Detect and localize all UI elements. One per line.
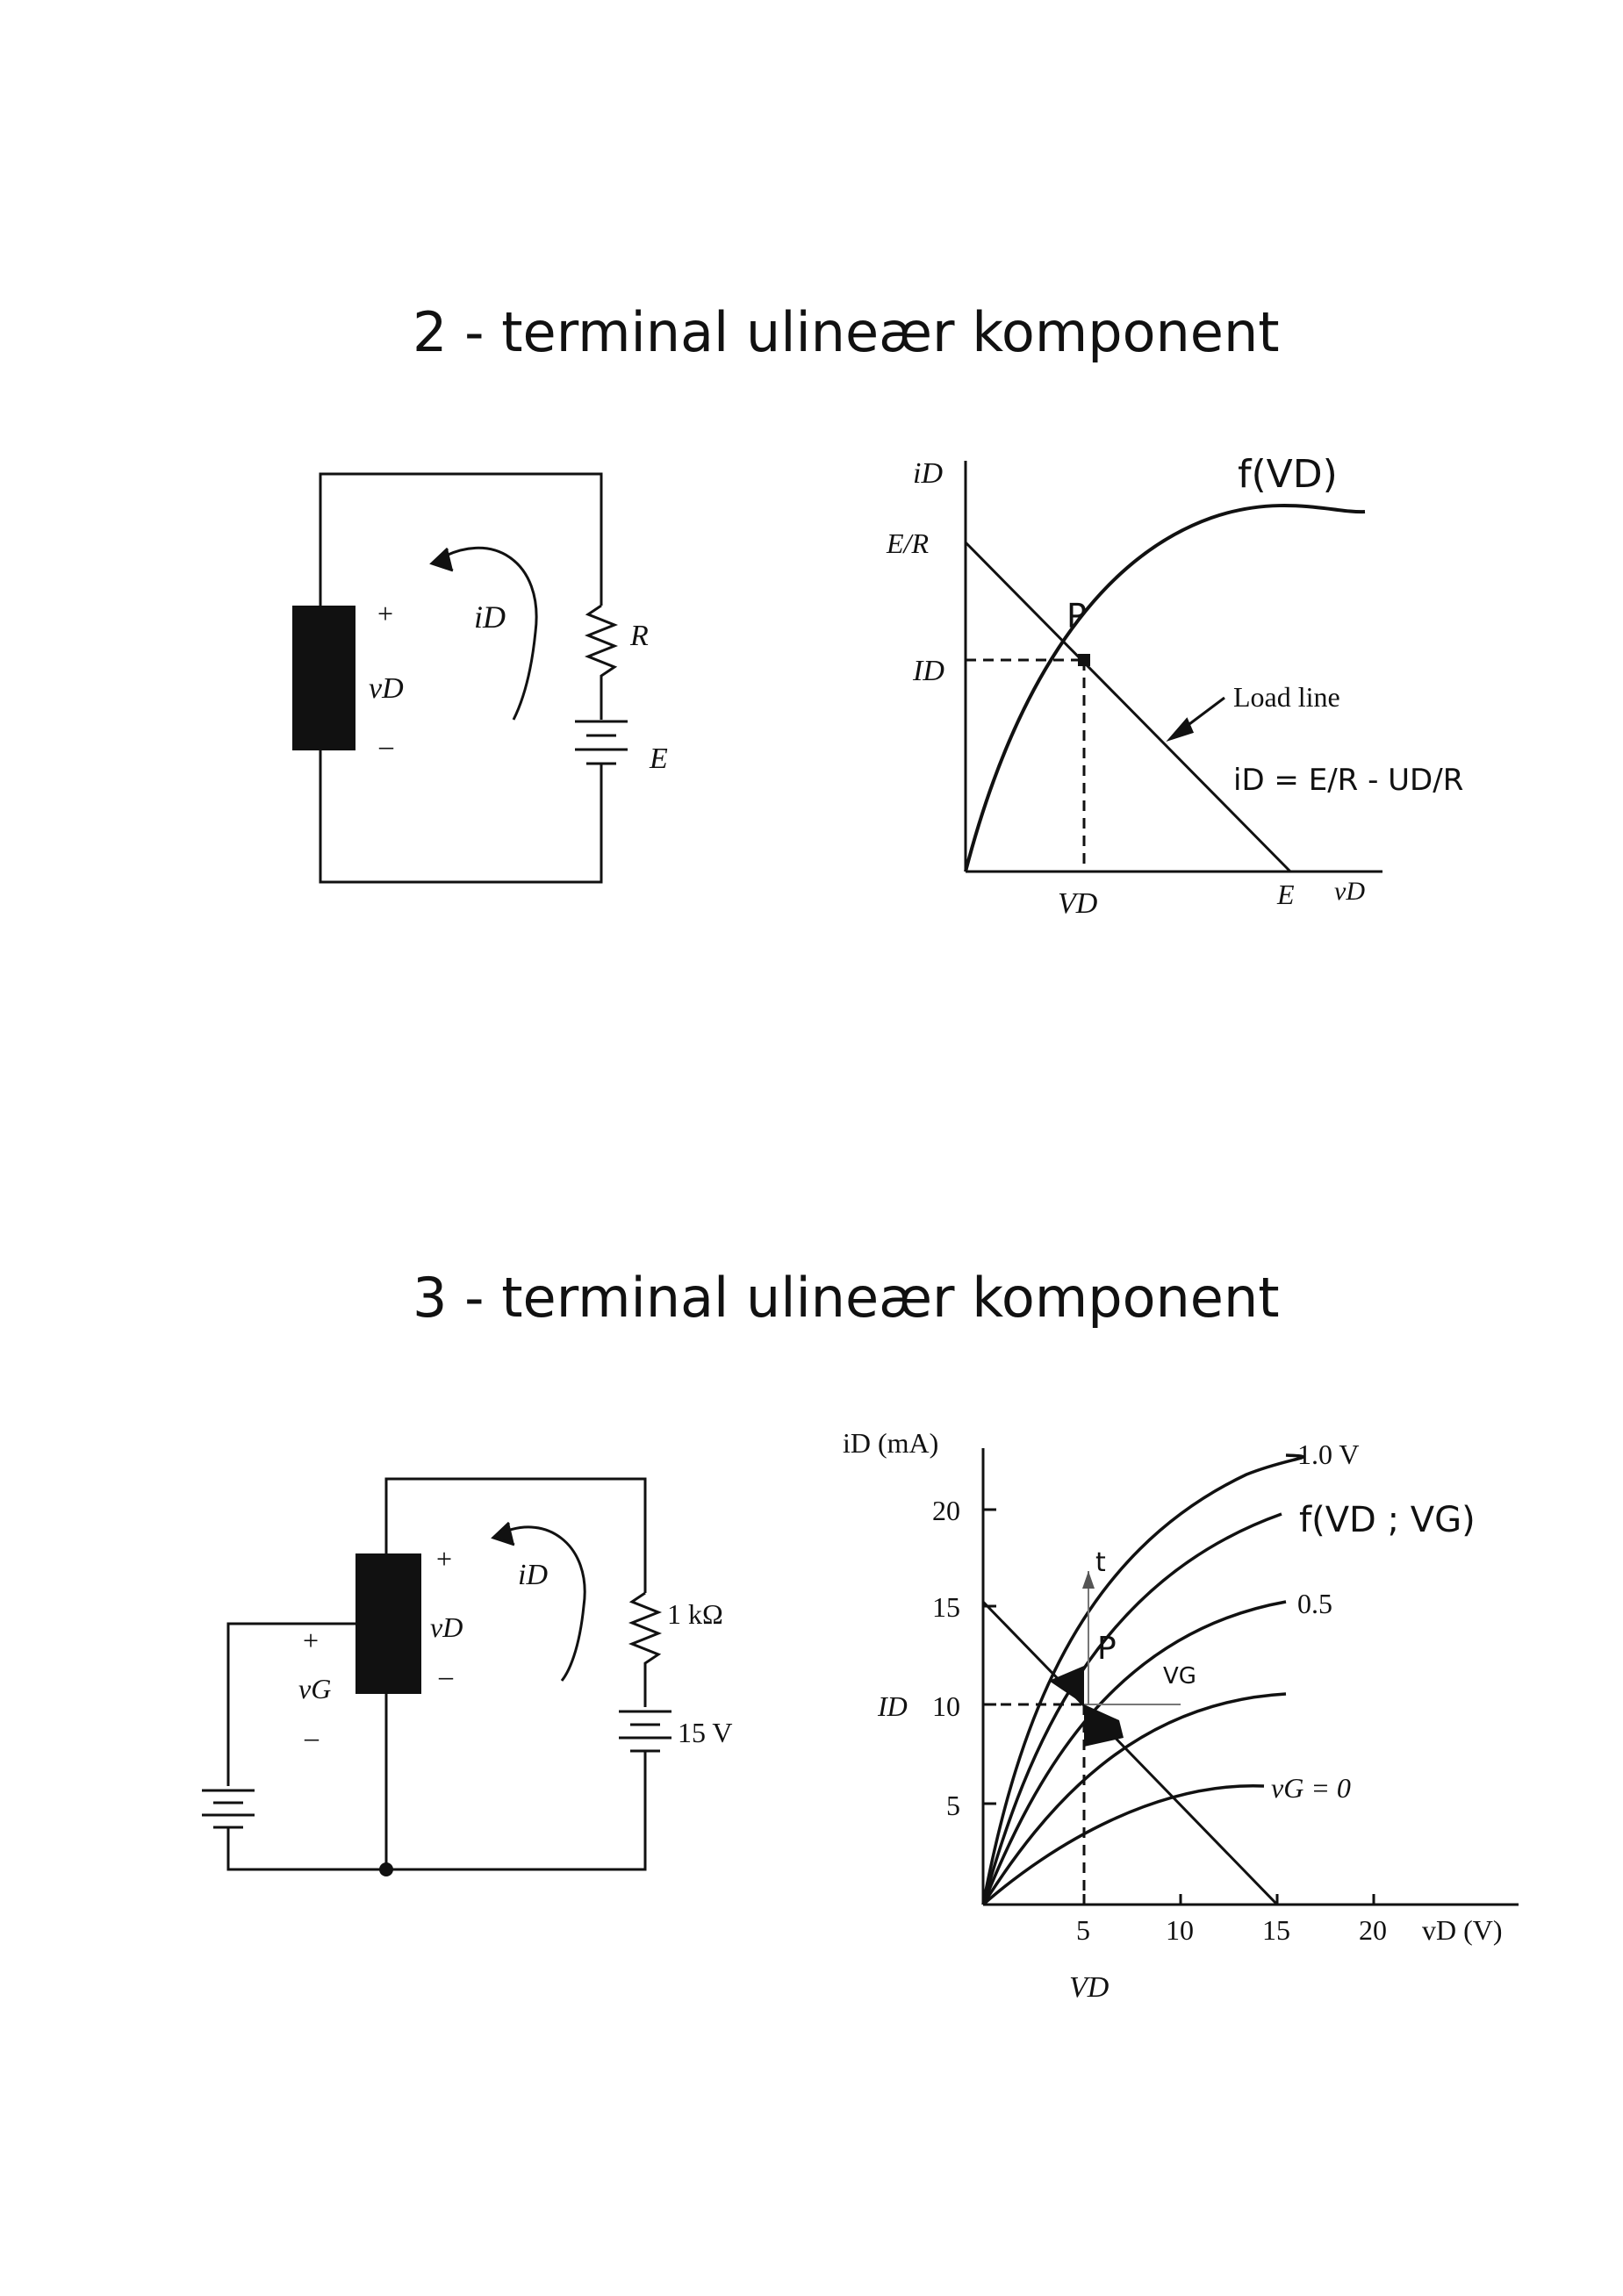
current2-arrowhead (491, 1521, 515, 1546)
circuit2-wire-top (384, 1477, 647, 1593)
load-line-label: Load line (1233, 681, 1340, 713)
graph1-y-axis-label: iD (913, 457, 943, 490)
curve-label-0-5: 0.5 (1297, 1588, 1332, 1619)
curve-vg-0 (981, 1784, 1265, 1906)
graph2-x-tick-label-20: 20 (1359, 1914, 1387, 1946)
section2-title: 3 - terminal ulineær komponent (413, 1266, 1280, 1330)
graph2-x-axis-label: vD (V) (1422, 1914, 1503, 1946)
vd2-plus-sign: + (436, 1543, 452, 1575)
two-terminal-graph (964, 461, 1382, 873)
graph1-x-tick-e: E (1276, 879, 1295, 910)
two-terminal-circuit (319, 472, 628, 884)
graph2-y-axis-label: iD (mA) (843, 1427, 938, 1459)
three-terminal-graph (981, 1448, 1519, 1906)
gate-wire (226, 1622, 355, 1786)
graph1-y-tick-er: E/R (886, 527, 929, 559)
right-arrow-label: VG (1163, 1663, 1196, 1690)
resistor2-zigzag (628, 1591, 663, 1707)
graph2-id-label: ID (877, 1690, 908, 1722)
load-line (964, 541, 1292, 873)
current-loop-arrow (434, 546, 538, 721)
curve-2 (981, 1512, 1282, 1905)
load-line-2 (981, 1600, 1279, 1906)
current-arrowhead (429, 547, 454, 572)
vd-minus-sign: – (378, 729, 394, 761)
circuit2-wire-right-bottom (386, 1751, 647, 1871)
source2-label: 15 V (678, 1717, 733, 1748)
section1-title: 2 - terminal ulineær komponent (413, 300, 1280, 364)
nonlinear-component-2t (292, 606, 355, 750)
graph2-vd-label: VD (1069, 1971, 1110, 2004)
graph2-x-tick-label-10: 10 (1166, 1914, 1194, 1946)
vd2-minus-sign: – (438, 1660, 454, 1691)
operating-point2-label: P (1097, 1631, 1117, 1667)
current2-loop-arrow (495, 1525, 586, 1682)
graph1-y-tick-id: ID (912, 655, 944, 687)
curve-label-1v: 1.0 V (1297, 1439, 1360, 1470)
gate-return-wire (226, 1827, 386, 1871)
graph1-x-tick-vd: VD (1058, 887, 1098, 920)
graph2-x-tick-label-5: 5 (1076, 1914, 1090, 1946)
operating-point-marker (1078, 654, 1090, 666)
vg-plus-sign: + (303, 1625, 319, 1656)
operating-point-label: P (1066, 597, 1087, 635)
resistor-zigzag (584, 604, 619, 720)
circuit-wire-loop (319, 472, 603, 606)
curve-function-label: f(VD) (1238, 452, 1338, 497)
up-arrow-label: t (1095, 1547, 1106, 1578)
vd-plus-sign: + (377, 598, 393, 629)
graph2-y-tick-label-15: 15 (932, 1591, 960, 1623)
vg-label: vG (298, 1673, 331, 1704)
graph2-y-tick-label-5: 5 (946, 1790, 960, 1821)
current-label: iD (474, 599, 506, 635)
load-line-pointer-head (1166, 717, 1195, 743)
source-label: E (649, 743, 668, 775)
ground-junction-dot (379, 1862, 393, 1876)
graph2-x-tick-label-15: 15 (1262, 1914, 1290, 1946)
vd-label: vD (369, 672, 404, 705)
graph1-x-axis-label: vD (1334, 877, 1365, 906)
up-arrow-head (1082, 1571, 1095, 1589)
curve-4 (981, 1692, 1287, 1905)
resistor2-label: 1 kΩ (667, 1598, 723, 1630)
vg-minus-sign: – (304, 1721, 320, 1753)
graph2-y-tick-label-20: 20 (932, 1495, 960, 1526)
shaded-region-lower (1084, 1704, 1124, 1747)
current2-label: iD (518, 1559, 548, 1591)
shaded-region-upper (1049, 1666, 1084, 1704)
circuit-wire-bottom (319, 750, 603, 884)
nonlinear-component-3t (355, 1553, 421, 1694)
curve-label-vg0: vG = 0 (1271, 1772, 1351, 1804)
resistor-label: R (629, 620, 649, 652)
load-line-equation: iD = E/R - UD/R (1233, 763, 1463, 798)
vd2-label: vD (430, 1611, 463, 1643)
function2-label: f(VD ; VG) (1299, 1500, 1476, 1540)
characteristic-curve (964, 504, 1366, 872)
three-terminal-circuit (202, 1477, 671, 1871)
graph2-y-tick-label-10: 10 (932, 1690, 960, 1722)
curve-vg-1-0 (981, 1453, 1305, 1905)
